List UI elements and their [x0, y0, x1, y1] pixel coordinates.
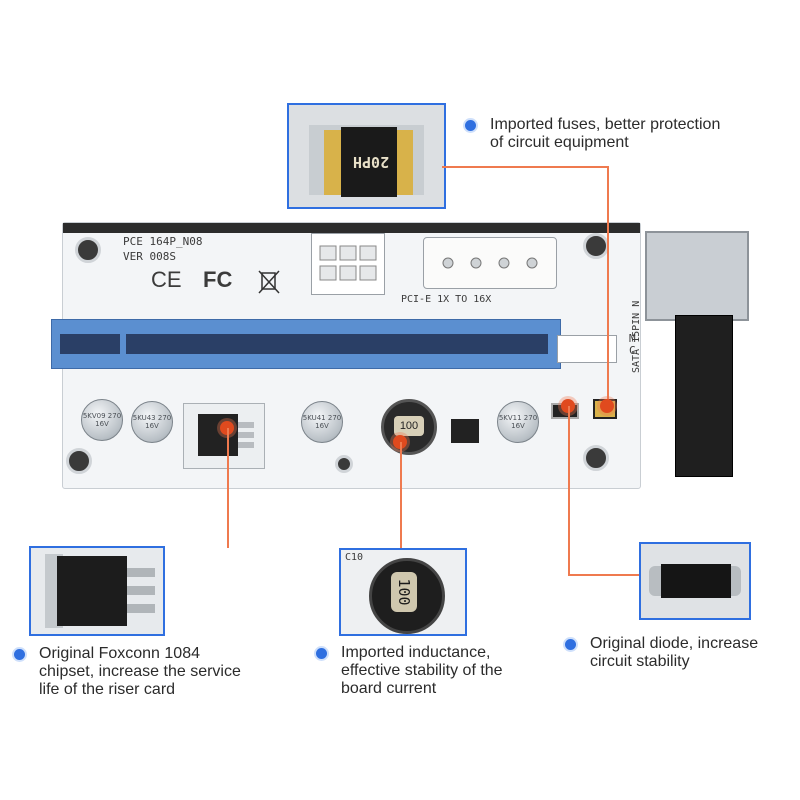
voltage-regulator-chip — [183, 403, 265, 469]
chipset-callout: Original Foxconn 1084 chipset, increase … — [14, 645, 241, 699]
diode-callout-line-1: Original diode, increase — [590, 635, 759, 652]
pcie-x16-slot — [51, 319, 561, 369]
inductor-closeup-marking: 100 — [391, 572, 417, 612]
bullet-dot-icon — [465, 120, 476, 131]
ce-mark: CE — [151, 267, 182, 292]
inductance-callout-line-3: board current — [341, 680, 437, 697]
fuse-closeup-graphic — [289, 105, 444, 207]
mc-label: M C — [629, 332, 636, 357]
chipset-closeup-image — [29, 546, 165, 636]
sata-power-connector — [675, 315, 733, 477]
mounting-hole — [75, 237, 101, 263]
fuse-pin-marker — [600, 399, 614, 413]
lead-line — [400, 442, 402, 550]
diode-closeup-image — [639, 542, 751, 620]
inductance-callout: Imported inductance, effective stability… — [316, 644, 503, 698]
mounting-hole — [583, 233, 609, 259]
slot-label: PCI-E 1X TO 16X — [401, 294, 492, 305]
fuse-callout-line-1: Imported fuses, better protection — [490, 116, 721, 133]
chipset-callout-line-3: life of the riser card — [39, 681, 176, 698]
capacitor-ec2: 5KU43 270 16V — [131, 401, 173, 443]
riser-board: PCE 164P_N08 VER 008S CE FC PCI-E 1X TO … — [51, 222, 749, 489]
diode-callout-line-2: circuit stability — [590, 653, 690, 670]
inductor-label: 100 — [394, 416, 424, 436]
mounting-hole — [583, 445, 609, 471]
usb3-connector — [645, 231, 749, 321]
sata-label: SATA 15PIN N — [631, 300, 642, 373]
bullet-dot-icon — [565, 639, 576, 650]
lead-line — [607, 166, 609, 404]
capacitor-ec1: 5KV09 270 16V — [81, 399, 123, 441]
board-top-edge — [63, 223, 640, 233]
six-pin-power-connector — [311, 233, 385, 295]
chipset-callout-line-2: chipset, increase the service — [39, 663, 241, 680]
board-model-label: PCE 164P_N08 — [123, 235, 203, 248]
inductance-callout-line-1: Imported inductance, — [341, 644, 491, 661]
molex-power-connector — [423, 237, 557, 289]
inductor-closeup-image: C10 100 — [339, 548, 467, 636]
fuse-callout-line-2: of circuit equipment — [490, 134, 629, 151]
capacitor-ec4: 5KV11 270 16V — [497, 401, 539, 443]
chipset-callout-line-1: Original Foxconn 1084 — [39, 645, 200, 662]
fuse-marking: 20PH — [352, 153, 390, 171]
capacitor-ec3: 5KU41 270 16V — [301, 401, 343, 443]
inductance-callout-line-2: effective stability of the — [341, 662, 503, 679]
bullet-dot-icon — [316, 648, 327, 659]
small-ic — [451, 419, 479, 443]
lead-line — [568, 406, 570, 574]
inductor: 100 — [381, 399, 437, 455]
bullet-dot-icon — [14, 649, 25, 660]
inductor-ref-label: C10 — [345, 552, 364, 563]
fcc-mark: FC — [203, 267, 233, 292]
lead-line — [442, 166, 608, 168]
lead-line — [227, 428, 229, 548]
fuse-callout: Imported fuses, better protection of cir… — [465, 116, 720, 152]
weee-bin-icon — [258, 267, 280, 300]
board-version-label: VER 008S — [123, 250, 176, 263]
mounting-hole — [66, 448, 92, 474]
fuse-closeup-image: 20PH — [287, 103, 446, 209]
lead-line — [568, 574, 640, 576]
mounting-hole — [335, 455, 353, 473]
diode-callout: Original diode, increase circuit stabili… — [565, 635, 758, 671]
